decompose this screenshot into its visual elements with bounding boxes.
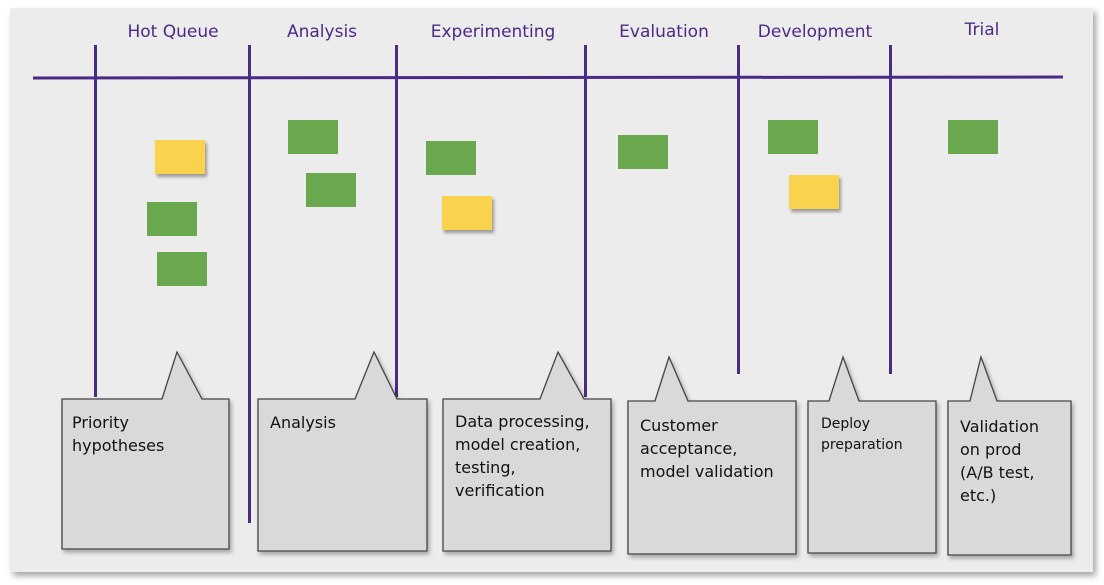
column-divider (584, 45, 587, 397)
sticky-card-green[interactable] (288, 120, 338, 154)
callout-bubble-evaluation (627, 355, 797, 555)
sticky-card-yellow[interactable] (789, 175, 839, 209)
column-title-development: Development (757, 22, 873, 42)
callout-text-analysis: Analysis (270, 413, 336, 432)
callout-text-development: Deploy preparation (821, 416, 903, 453)
callout-text-hot-queue: Priority hypotheses (72, 413, 165, 455)
column-divider (395, 45, 398, 397)
sticky-card-green[interactable] (768, 120, 818, 154)
sticky-card-yellow[interactable] (442, 196, 492, 230)
sticky-card-green[interactable] (426, 141, 476, 175)
callout-bubble-analysis (257, 350, 428, 552)
column-divider (94, 45, 97, 397)
sticky-card-green[interactable] (618, 135, 668, 169)
column-title-trial: Trial (964, 20, 1000, 40)
callout-text-evaluation: Customer acceptance, model validation (640, 416, 774, 481)
sticky-card-green[interactable] (306, 173, 356, 207)
callout-bubble-trial (947, 354, 1072, 556)
sticky-card-green[interactable] (147, 202, 197, 236)
callout-text-trial: Validation on prod (A/B test, etc.) (960, 417, 1040, 505)
column-divider (248, 45, 251, 523)
callout-text-experimenting: Data processing, model creation, testing… (455, 412, 590, 500)
column-title-analysis: Analysis (286, 22, 358, 42)
column-title-experimenting: Experimenting (430, 22, 556, 42)
sticky-card-green[interactable] (157, 252, 207, 286)
sticky-card-yellow[interactable] (155, 140, 205, 174)
callout-bubble-hot-queue (61, 350, 230, 550)
column-title-evaluation: Evaluation (619, 22, 709, 42)
column-title-hot-queue: Hot Queue (127, 22, 219, 42)
column-divider (737, 45, 740, 374)
callout-bubble-experimenting (442, 350, 612, 552)
callout-bubble-development (807, 354, 937, 554)
column-divider (889, 45, 892, 374)
sticky-card-green[interactable] (948, 120, 998, 154)
